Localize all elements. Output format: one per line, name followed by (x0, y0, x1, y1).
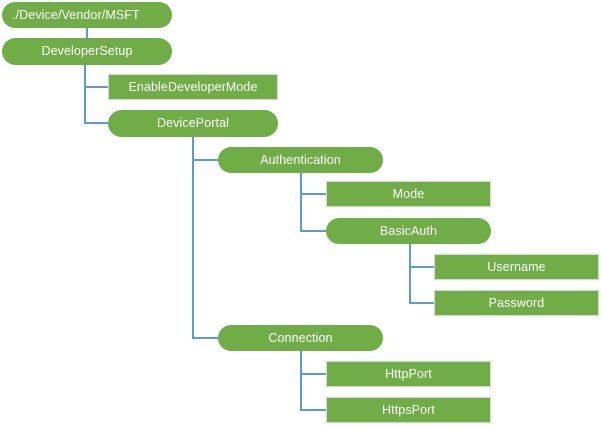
edge-connection-httpsport (300, 374, 326, 411)
node-username-label: Username (487, 259, 546, 274)
node-deviceportal-label: DevicePortal (156, 116, 230, 131)
node-httpport[interactable]: HttpPort (326, 361, 491, 387)
node-username[interactable]: Username (434, 254, 599, 280)
node-root-label: ./Device/Vendor/MSFT (12, 7, 140, 22)
node-developersetup[interactable]: DeveloperSetup (2, 38, 172, 65)
node-developersetup-label: DeveloperSetup (41, 44, 133, 59)
node-password[interactable]: Password (434, 290, 599, 316)
node-mode-label: Mode (392, 186, 425, 201)
node-httpport-label: HttpPort (385, 366, 432, 381)
node-password-label: Password (488, 295, 545, 310)
node-mode[interactable]: Mode (326, 181, 491, 207)
node-connection-label: Connection (268, 330, 333, 345)
edge-basicauth-password (409, 267, 434, 304)
edge-deviceportal-authentication (192, 137, 218, 161)
node-authentication-label: Authentication (260, 152, 341, 167)
node-httpsport[interactable]: HttpsPort (326, 397, 491, 423)
node-root[interactable]: ./Device/Vendor/MSFT (2, 2, 172, 28)
node-httpsport-label: HttpsPort (382, 402, 435, 417)
node-enabledevelopermode-label: EnableDeveloperMode (128, 79, 258, 94)
edge-deviceportal-connection (192, 160, 218, 339)
node-deviceportal[interactable]: DevicePortal (108, 110, 278, 137)
edge-authentication-basicauth (300, 194, 326, 232)
edge-developersetup-enabledevelopermode (84, 65, 108, 88)
edge-developersetup-deviceportal (84, 87, 108, 124)
edge-authentication-mode (300, 173, 326, 195)
edge-basicauth-username (409, 244, 434, 268)
node-enabledevelopermode[interactable]: EnableDeveloperMode (108, 74, 278, 100)
node-basicauth[interactable]: BasicAuth (326, 218, 491, 244)
edge-connection-httpport (300, 351, 326, 375)
node-authentication[interactable]: Authentication (218, 147, 383, 173)
node-basicauth-label: BasicAuth (379, 223, 438, 238)
node-connection[interactable]: Connection (218, 325, 383, 351)
